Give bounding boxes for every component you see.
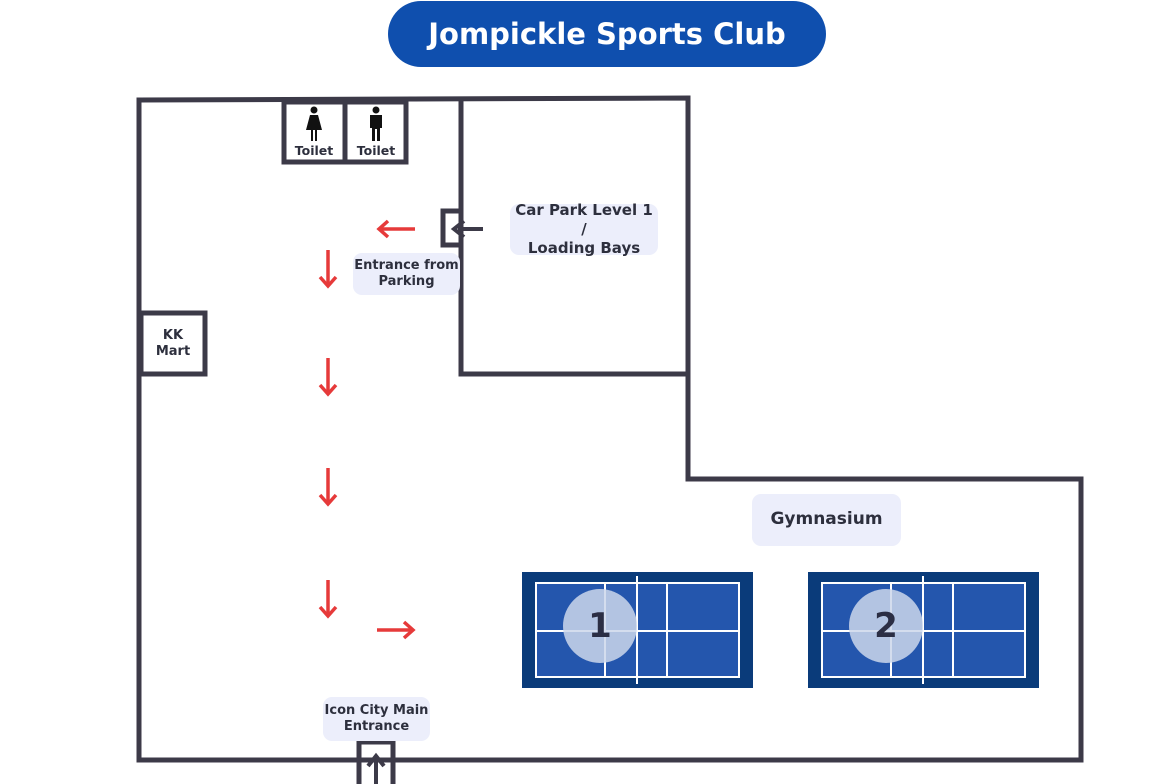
map-title: Jompickle Sports Club (388, 1, 826, 67)
entrance-parking-label: Entrance from Parking (353, 253, 460, 295)
male-toilet-icon (370, 106, 382, 141)
kk-mart-room (138, 310, 208, 377)
female-toilet-icon (306, 106, 322, 141)
car-park-wall (458, 100, 688, 377)
court-2-number: 2 (849, 589, 923, 663)
parking-door (440, 208, 461, 248)
toilet-men-room (342, 99, 409, 165)
court-2 (808, 572, 1039, 688)
arrow-icon (318, 468, 338, 507)
outer-wall (136, 95, 1084, 763)
court-1-number: 1 (563, 589, 637, 663)
court-1 (522, 572, 753, 688)
car-park-label: Car Park Level 1 / Loading Bays (510, 201, 658, 257)
arrow-icon (318, 580, 338, 619)
toilet-men-label: Toilet (356, 143, 396, 158)
kk-mart-label: KK Mart (155, 327, 191, 359)
toilet-women-label: Toilet (294, 143, 334, 158)
arrow-icon (376, 219, 415, 239)
arrow-icon (318, 250, 338, 289)
gymnasium-label: Gymnasium (752, 494, 901, 546)
main-entrance-door (356, 739, 396, 784)
main-entrance-label: Icon City Main Entrance (323, 697, 430, 741)
arrow-icon (377, 620, 416, 640)
arrow-icon (318, 358, 338, 397)
